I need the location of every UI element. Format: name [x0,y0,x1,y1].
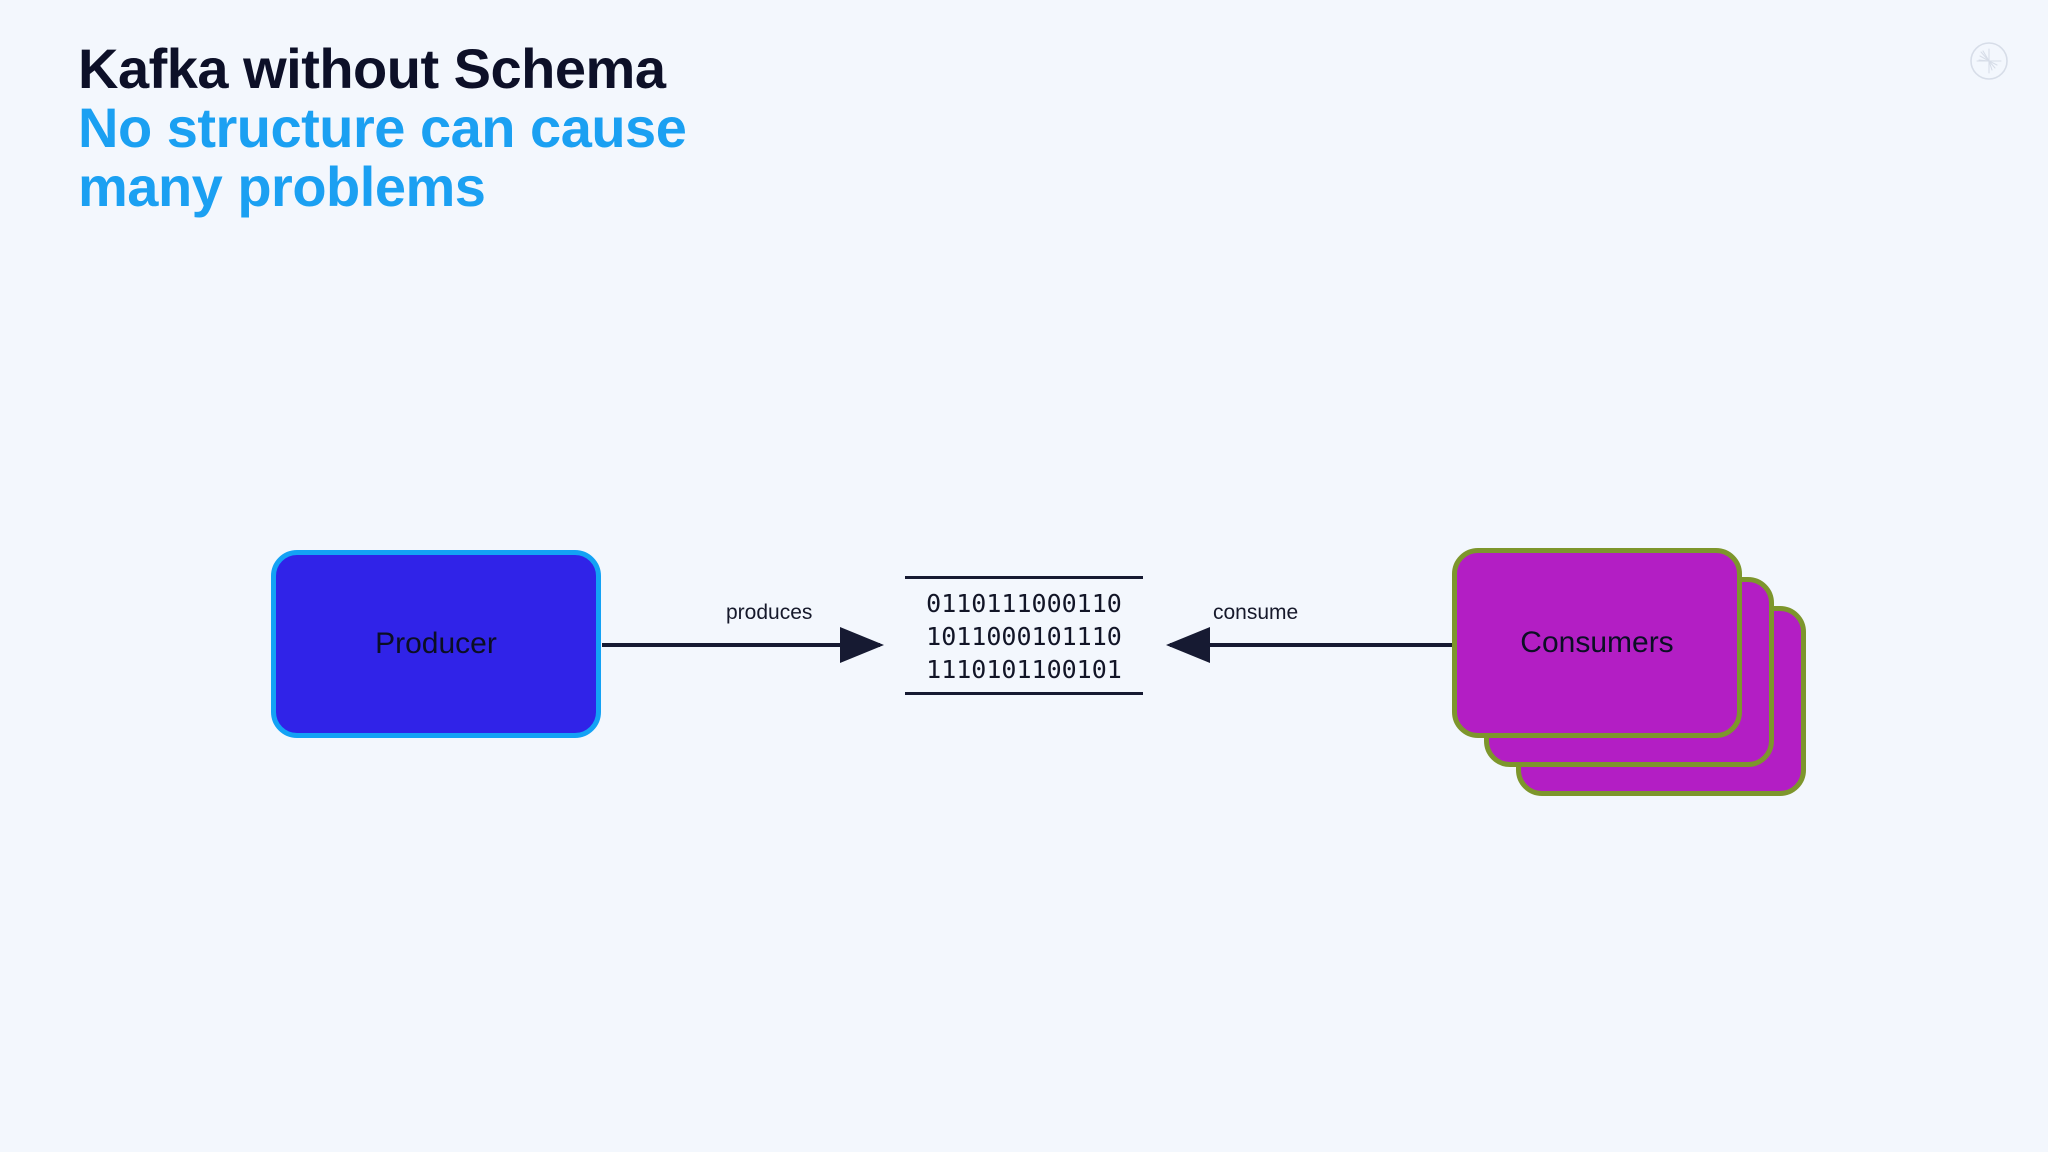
binary-message-block: 0110111000110 1011000101110 111010110010… [905,576,1143,695]
binary-line: 1110101100101 [926,655,1122,684]
consumer-card-front[interactable]: Consumers [1452,548,1742,738]
edge-label-consume: consume [1213,601,1299,624]
consumers-stack[interactable]: Consumers [1452,548,1852,808]
edge-label-produces: produces [726,601,813,624]
producer-node-label: Producer [375,627,497,660]
title-subtitle-line-1: No structure can cause [78,95,687,159]
producer-node[interactable]: Producer [271,550,601,738]
binary-line: 1011000101110 [926,622,1122,651]
title-subtitle-line-2: many problems [78,154,486,218]
title-main-line: Kafka without Schema [78,37,666,100]
page-title: Kafka without Schema No structure can ca… [78,37,978,218]
starburst-circle-logo-icon [1968,40,2010,82]
consumers-node-label: Consumers [1520,626,1674,659]
binary-line: 0110111000110 [926,589,1122,618]
